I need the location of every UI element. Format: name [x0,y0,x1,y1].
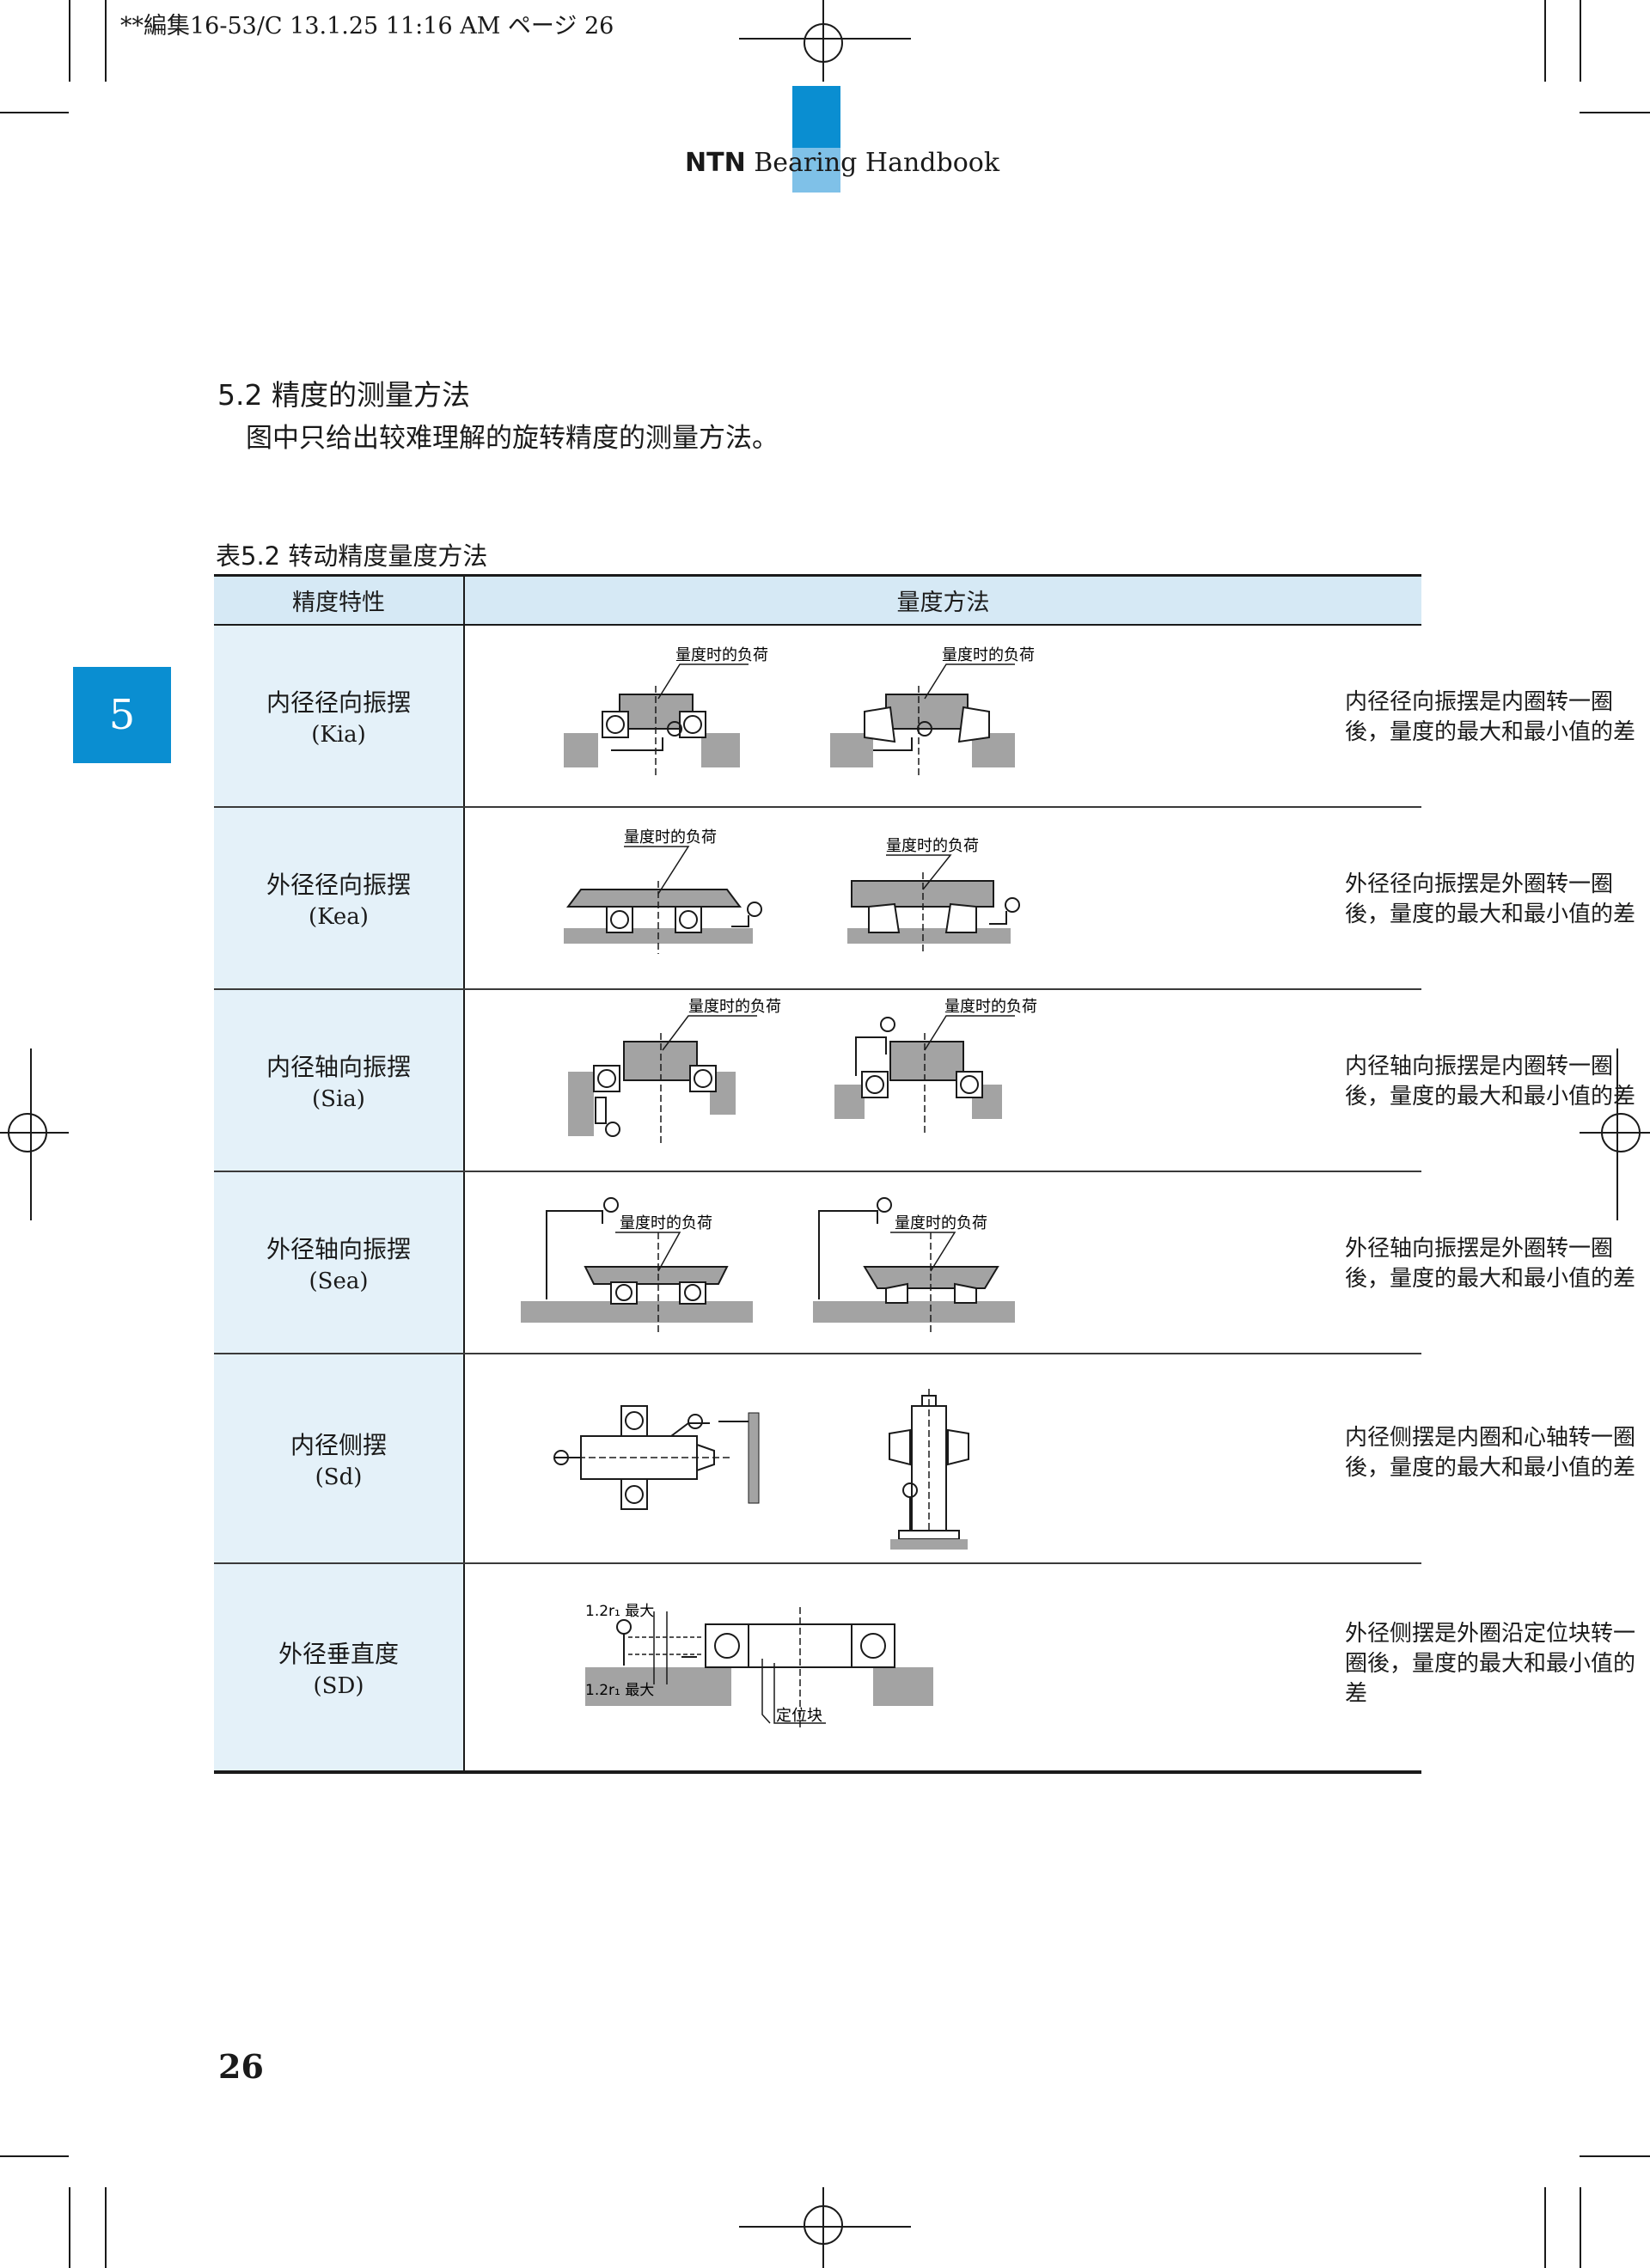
characteristic-name: 外径垂直度 [278,1640,399,1668]
section-body: 图中只给出较难理解的旋转精度的测量方法。 [246,423,779,454]
characteristic-cell: 外径垂直度 (SD) [214,1564,465,1770]
crop-mark [1580,0,1581,82]
measurement-table: 精度特性 量度方法 内径径向振摆 (Kia) 量度时的负荷 [214,574,1635,1774]
crop-mark [1580,2187,1581,2268]
brand: NTN [685,148,746,178]
running-header: NTN Bearing Handbook [685,148,999,178]
crop-mark [69,0,70,82]
method-cell: 1.2r₁ 最大 1.2r₁ 最大 定位块 外径侧摆是外圈沿定位块转一圈後，量度… [465,1564,1635,1770]
crop-mark [69,2187,70,2268]
diagram-label: 量度时的负荷 [624,828,717,847]
registration-mark-left [0,1048,69,1220]
method-cell: 量度时的负荷 量度时的负荷 内径径向振摆是内圈转一圈後，量度的最大和最小值的差 [465,626,1635,806]
diagram-label: 量度时的负荷 [886,837,979,855]
method-description: 内径侧摆是内圈和心轴转一圈後，量度的最大和最小值的差 [1345,1425,1636,1481]
crop-mark [1544,2187,1546,2268]
diagram-label: 1.2r₁ 最大 [585,1682,654,1699]
diagram-label: 量度时的负荷 [688,998,781,1016]
characteristic-name: 外径径向振摆 [266,871,411,899]
method-description: 外径径向振摆是外圈转一圈後，量度的最大和最小值的差 [1345,871,1636,927]
method-cell: 内径侧摆是内圈和心轴转一圈後，量度的最大和最小值的差 [465,1354,1635,1562]
running-header-text: Bearing Handbook [754,148,999,178]
crop-mark [1580,2155,1650,2157]
method-description: 外径轴向振摆是外圈转一圈後，量度的最大和最小值的差 [1345,1236,1636,1292]
characteristic-cell: 内径径向振摆 (Kia) [214,626,465,806]
chapter-tab: 5 [73,667,171,763]
characteristic-name: 内径侧摆 [290,1431,387,1459]
table-row: 外径轴向振摆 (Sea) 量度时的负荷 [214,1172,1635,1354]
measurement-diagram: 量度时的负荷 量度时的负荷 [564,828,1020,954]
method-cell: 量度时的负荷 量度时的负荷 内径轴向振摆是内圈转一圈後，量度的最大和最小值的差 [465,990,1635,1171]
crop-mark [1580,112,1650,113]
diagram-label: 量度时的负荷 [942,646,1035,664]
characteristic-cell: 内径侧摆 (Sd) [214,1354,465,1562]
diagram-label: 定位块 [776,1707,822,1725]
registration-mark-bottom [739,2187,911,2268]
crop-mark [105,2187,107,2268]
crop-mark [0,112,69,113]
characteristic-cell: 外径轴向振摆 (Sea) [214,1172,465,1353]
registration-mark-top [739,0,911,82]
characteristic-symbol: (Sea) [309,1268,369,1294]
measurement-diagram: 1.2r₁ 最大 1.2r₁ 最大 定位块 [585,1603,933,1727]
characteristic-symbol: (Kea) [309,904,369,930]
method-cell: 量度时的负荷 量度时的负荷 外径径向振摆是外圈转一圈後，量度的最大和最小值的差 [465,808,1635,988]
characteristic-cell: 内径轴向振摆 (Sia) [214,990,465,1171]
table-title: 表5.2 转动精度量度方法 [216,541,488,571]
column-header: 量度方法 [896,590,990,616]
measurement-diagram: 量度时的负荷 量度时的负荷 [568,998,1037,1145]
method-description: 内径径向振摆是内圈转一圈後，量度的最大和最小值的差 [1345,689,1636,745]
diagram-label: 量度时的负荷 [895,1214,987,1232]
diagram-label: 1.2r₁ 最大 [585,1603,654,1620]
crop-mark [0,2155,69,2157]
characteristic-cell: 外径径向振摆 (Kea) [214,808,465,988]
characteristic-name: 内径径向振摆 [266,688,411,717]
characteristic-symbol: (Sd) [315,1464,363,1490]
characteristic-symbol: (Sia) [312,1086,365,1112]
measurement-diagram: 量度时的负荷 量度时的负荷 [564,646,1035,776]
characteristic-name: 内径轴向振摆 [266,1053,411,1081]
table-row: 内径侧摆 (Sd) [214,1354,1635,1564]
method-description: 外径侧摆是外圈沿定位块转一圈後，量度的最大和最小值的差 [1345,1621,1636,1707]
page-number: 26 [218,2047,264,2086]
table-row: 外径径向振摆 (Kea) 量度时的负荷 [214,808,1635,990]
measurement-diagram [553,1389,969,1550]
registration-mark-right [1580,1048,1650,1220]
method-description: 内径轴向振摆是内圈转一圈後，量度的最大和最小值的差 [1345,1054,1636,1110]
table-row: 外径垂直度 (SD) 1.2r₁ 最大 1.2r₁ [214,1564,1635,1774]
table-row: 内径径向振摆 (Kia) 量度时的负荷 [214,626,1635,808]
crop-mark [1544,0,1546,82]
measurement-diagram: 量度时的负荷 量度时的负荷 [521,1197,1015,1336]
method-cell: 量度时的负荷 量度时的负荷 外径轴向振摆是外圈转一圈後，量度的最大和最小值的差 [465,1172,1635,1353]
diagram-label: 量度时的负荷 [944,998,1037,1016]
section-title: 5.2 精度的测量方法 [217,378,470,412]
crop-mark [105,0,107,82]
table-row: 内径轴向振摆 (Sia) 量度时的负荷 [214,990,1635,1172]
characteristic-name: 外径轴向振摆 [266,1235,411,1263]
print-header: **編集16-53/C 13.1.25 11:16 AM ページ 26 [120,13,614,40]
characteristic-symbol: (Kia) [311,722,366,748]
diagram-label: 量度时的负荷 [675,646,768,664]
diagram-label: 量度时的负荷 [620,1214,712,1232]
characteristic-symbol: (SD) [313,1673,364,1699]
column-header: 精度特性 [214,577,465,624]
header-color-tab [792,86,840,193]
table-header: 精度特性 量度方法 [214,574,1421,626]
